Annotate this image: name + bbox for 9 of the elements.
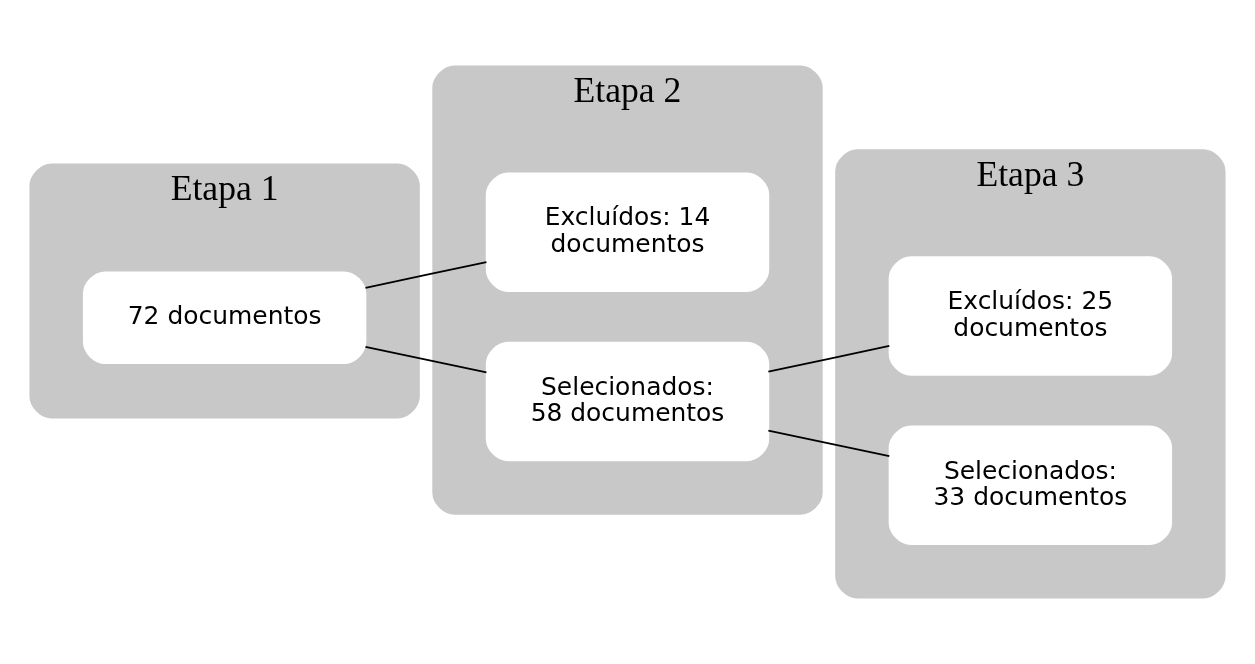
node-box: 72 documentos — [82, 271, 367, 365]
node-box: Excluídos: 25 documentos — [888, 256, 1173, 376]
connector — [767, 429, 891, 457]
connector — [364, 346, 488, 374]
node-box: Selecionados: 33 documentos — [888, 425, 1173, 545]
connector — [767, 344, 891, 373]
node-box: Excluídos: 14 documentos — [485, 172, 770, 292]
node-box: Selecionados: 58 documentos — [485, 341, 770, 462]
connector — [364, 261, 488, 289]
